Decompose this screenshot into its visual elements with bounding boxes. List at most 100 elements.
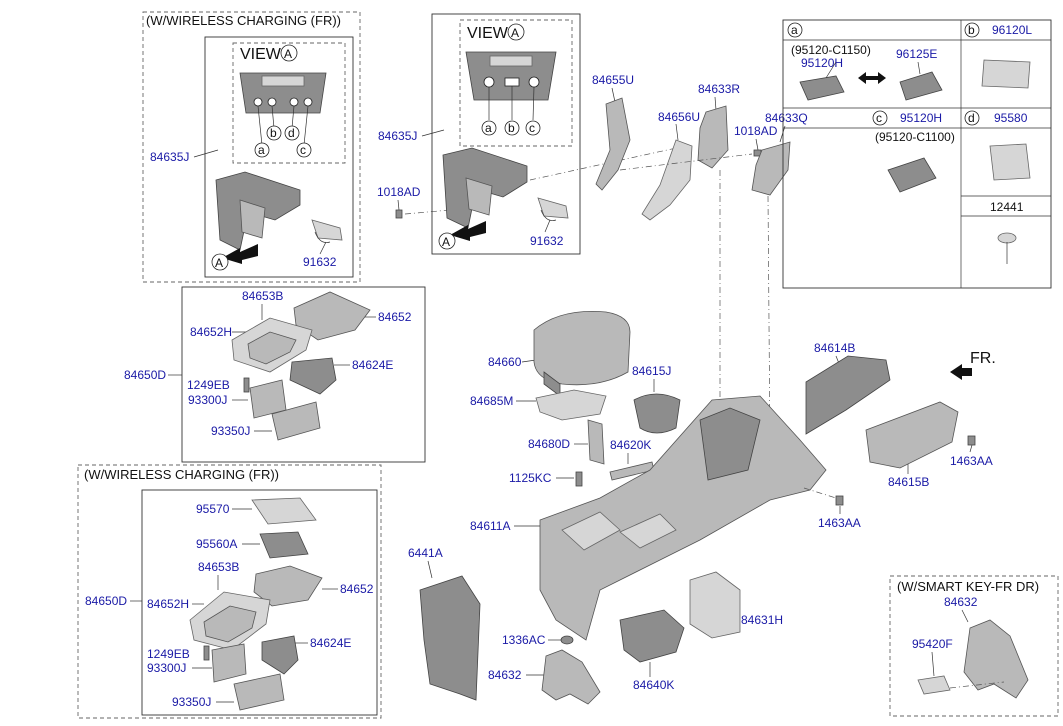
part-84680D (587, 419, 605, 465)
svg-text:d: d (968, 111, 975, 125)
label-84685M: 84685M (470, 394, 513, 408)
legend-code-d: d (964, 110, 980, 126)
label-93350J-top: 93350J (211, 424, 250, 438)
part-84611A (539, 395, 827, 641)
view-a-circle-mid-text: A (511, 26, 519, 40)
label-84653B-bot: 84653B (198, 560, 239, 574)
view-panel-left (239, 72, 327, 146)
part-84624E-top (289, 357, 337, 395)
label-84614B: 84614B (814, 341, 855, 355)
callout-a-left: a (254, 142, 270, 158)
part-95560A (259, 531, 309, 559)
part-84631H (689, 571, 741, 639)
part-84660 (533, 311, 631, 397)
screw-1463AA-right (967, 435, 976, 446)
label-84656U: 84656U (658, 110, 700, 124)
label-84680D: 84680D (528, 437, 570, 451)
arrow-a-left (222, 244, 258, 264)
callout-b-mid: b (504, 120, 520, 136)
label-1336AC: 1336AC (502, 633, 546, 647)
callout-c-left: c (296, 142, 312, 158)
svg-text:b: b (968, 23, 975, 37)
legend-code-c: c (872, 110, 888, 126)
arrow-a-mid (450, 221, 486, 241)
label-84652H-bot: 84652H (147, 597, 189, 611)
part-84632-bot (541, 649, 601, 705)
label-84652H-top: 84652H (190, 325, 232, 339)
legend-c-part1: 95120H (900, 111, 942, 125)
label-84620K: 84620K (610, 438, 651, 452)
label-1249EB-top: 1249EB (187, 378, 230, 392)
view-a-circle-left-text: A (284, 47, 292, 61)
part-95570 (251, 497, 317, 525)
callout-A-left: A (211, 253, 229, 271)
label-95570: 95570 (196, 502, 230, 516)
inner-box-top-mid (431, 13, 581, 255)
view-box-top-mid (459, 19, 573, 147)
housing-84635J-left (215, 171, 301, 251)
label-1463AA-mid: 1463AA (818, 516, 861, 530)
legend-e-part: 12441 (990, 200, 1024, 214)
view-a-title-left: VIEW (240, 46, 282, 63)
legend-a-part2: 95120H (801, 56, 843, 70)
view-a-circle-left (280, 44, 298, 62)
part-93350J-bot (233, 673, 285, 711)
label-84631H: 84631H (741, 613, 783, 627)
legend-a-part1: (95120-C1150) (791, 43, 871, 57)
label-84611A: 84611A (470, 519, 510, 533)
svg-text:A: A (442, 235, 450, 249)
label-1018AD-right: 1018AD (734, 124, 778, 138)
svg-text:c: c (529, 121, 535, 135)
label-84632-sk: 84632 (944, 595, 978, 609)
part-84633Q (751, 141, 791, 196)
inner-box-top-left (204, 36, 354, 278)
screw-1336AC (560, 635, 574, 645)
part-93300J-bot (211, 643, 247, 683)
part-93350J-top (271, 401, 321, 441)
svg-text:a: a (791, 23, 798, 37)
label-84650D-bot: 84650D (85, 594, 127, 608)
svg-text:c: c (300, 143, 306, 157)
label-93300J-bot: 93300J (147, 661, 186, 675)
svg-text:A: A (215, 256, 223, 270)
part-84640K (619, 609, 685, 663)
callout-b-left: b (266, 125, 282, 141)
part-84685M (535, 389, 607, 421)
view-box-top-left (232, 42, 346, 164)
screw-1249EB-bot (203, 645, 210, 661)
callout-A-mid: A (438, 232, 456, 250)
callout-d-left: d (284, 125, 300, 141)
label-91632-left: 91632 (303, 255, 337, 269)
label-84632-bot: 84632 (488, 668, 522, 682)
svg-text:d: d (288, 126, 295, 140)
group-title-smart-key: (W/SMART KEY-FR DR) (897, 579, 1039, 594)
callout-c-mid: c (525, 120, 541, 136)
label-1249EB-bot: 1249EB (147, 647, 190, 661)
screw-1249EB-top (243, 377, 250, 393)
svg-text:b: b (270, 126, 277, 140)
label-6441A: 6441A (408, 546, 443, 560)
view-a-circle-mid (507, 23, 525, 41)
legend-d-part: 95580 (994, 111, 1028, 125)
part-84656U (641, 139, 693, 221)
group-box-wireless-top (142, 11, 361, 283)
label-84652-bot: 84652 (340, 582, 374, 596)
label-84660: 84660 (488, 355, 522, 369)
part-6441A (419, 575, 481, 701)
legend-c-icon (887, 157, 937, 193)
part-84615B (865, 401, 959, 469)
label-84615J: 84615J (632, 364, 671, 378)
label-95560A: 95560A (196, 537, 237, 551)
svg-text:c: c (876, 111, 882, 125)
svg-text:a: a (258, 143, 265, 157)
svg-text:a: a (485, 121, 492, 135)
callout-a-mid: a (481, 120, 497, 136)
part-84624E-bot (261, 635, 299, 675)
part-95420F (917, 675, 951, 695)
group-box-smart-key (889, 575, 1059, 717)
legend-a-parts (799, 61, 943, 101)
fr-arrow: FR. (950, 350, 996, 380)
group-title-wireless-bottom: (W/WIRELESS CHARGING (FR)) (84, 467, 279, 482)
legend-c-part2: (95120-C1100) (875, 130, 955, 144)
label-84650D-top: 84650D (124, 368, 166, 382)
